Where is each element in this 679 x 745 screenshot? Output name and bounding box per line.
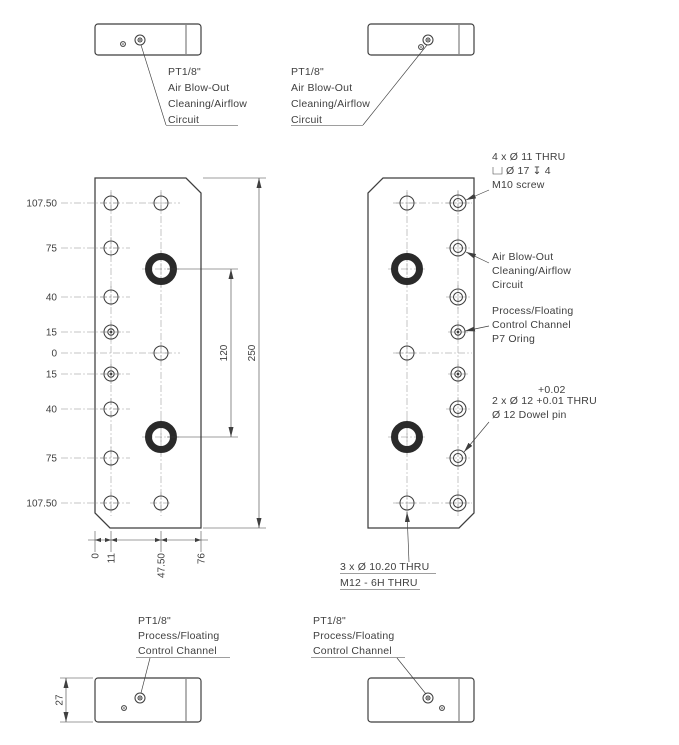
plate-outline — [94, 177, 202, 529]
note-line: Ø 17 ↧ 4 — [506, 165, 551, 177]
leader-line — [404, 511, 410, 563]
note-line: P7 Oring — [492, 333, 535, 345]
note-line: Ø 12 Dowel pin — [492, 409, 567, 421]
note-line: Circuit — [291, 114, 322, 126]
leader-line — [362, 44, 428, 126]
top-right-side-view — [367, 23, 475, 56]
plate-edge-view — [367, 677, 475, 723]
note-line: PT1/8" — [313, 615, 346, 627]
note-line: Control Channel — [313, 645, 392, 657]
port-hole — [422, 34, 434, 46]
port-hole — [134, 34, 146, 46]
plate-edge-view — [94, 677, 202, 723]
port-hole — [134, 692, 146, 704]
plate-outline — [367, 177, 475, 529]
ordinate-label: 40 — [46, 293, 58, 304]
note-line: Process/Floating — [313, 630, 394, 642]
leader-line — [140, 44, 167, 126]
note-line: Control Channel — [138, 645, 217, 657]
ordinate-label: 15 — [46, 370, 58, 381]
ordinate-label: 76 — [197, 553, 208, 565]
note-line: PT1/8" — [168, 66, 201, 78]
dimension-label: 27 — [55, 694, 66, 706]
air-blowout-note: Air Blow-Out Cleaning/Airflow Circuit — [465, 251, 571, 291]
note-line: Air Blow-Out — [492, 251, 553, 263]
dimension-label: 120 — [219, 344, 230, 361]
note-line: PT1/8" — [138, 615, 171, 627]
small-port-hole — [120, 41, 126, 47]
leader-line — [396, 657, 427, 695]
ordinate-label: 75 — [46, 454, 58, 465]
left-ordinate-dimensions: 107.50 75 40 15 0 15 40 75 107.50 — [26, 199, 180, 510]
ordinate-label: 0 — [91, 553, 102, 559]
dimension-label: 250 — [247, 344, 258, 361]
note-line: Cleaning/Airflow — [291, 98, 370, 110]
counterbore-icon — [492, 167, 503, 175]
small-port-hole — [121, 705, 127, 711]
oring-hole — [447, 321, 469, 343]
tolerance-label: +0.02 — [538, 384, 566, 396]
ordinate-label: 75 — [46, 244, 58, 255]
note-line: Process/Floating — [138, 630, 219, 642]
ordinate-label: 40 — [46, 405, 58, 416]
ordinate-label: 15 — [46, 328, 58, 339]
note-line: 4 x Ø 11 THRU — [492, 151, 565, 163]
bottom-left-port-note: PT1/8" Process/Floating Control Channel — [136, 615, 230, 694]
height-dimension-250: 250 — [203, 177, 266, 529]
bottom-ordinate-dimensions: 0 11 47.50 76 — [88, 531, 208, 578]
note-line: Circuit — [168, 114, 199, 126]
leader-line — [465, 189, 490, 201]
leader-line — [465, 251, 490, 264]
bottom-right-side-view — [367, 677, 475, 723]
hole-span-dimension-120: 120 — [167, 268, 238, 438]
small-port-hole — [439, 705, 445, 711]
bottom-right-port-note: PT1/8" Process/Floating Control Channel — [311, 615, 427, 695]
note-line: Circuit — [492, 279, 523, 291]
oring-hole — [447, 363, 469, 385]
large-hole — [388, 250, 426, 288]
small-port-hole — [418, 44, 424, 50]
note-line: Air Blow-Out — [168, 82, 229, 94]
note-line: M12 - 6H THRU — [340, 577, 418, 589]
ordinate-label: 107.50 — [26, 199, 57, 210]
top-left-side-view — [94, 23, 202, 56]
thickness-dimension-27: 27 — [55, 677, 93, 723]
ordinate-label: 107.50 — [26, 499, 57, 510]
right-plate-front-view — [367, 177, 475, 529]
left-plate-front-view — [94, 177, 202, 529]
bottom-left-side-view — [94, 677, 202, 723]
note-line: M10 screw — [492, 179, 545, 191]
top-left-port-note: PT1/8" Air Blow-Out Cleaning/Airflow Cir… — [140, 44, 247, 126]
note-line: 3 x Ø 10.20 THRU — [340, 561, 429, 573]
plate-edge-view — [94, 23, 202, 56]
ordinate-label: 0 — [51, 349, 57, 360]
counterbore-hole — [445, 396, 471, 422]
leader-line — [140, 657, 151, 694]
note-line: Cleaning/Airflow — [168, 98, 247, 110]
note-line: Air Blow-Out — [291, 82, 352, 94]
top-right-port-note: PT1/8" Air Blow-Out Cleaning/Airflow Cir… — [291, 44, 428, 126]
note-line: Process/Floating — [492, 305, 573, 317]
leader-line — [464, 325, 490, 332]
tapped-hole-note: 3 x Ø 10.20 THRU M12 - 6H THRU — [340, 511, 436, 590]
leader-line — [463, 421, 490, 453]
note-line: Control Channel — [492, 319, 571, 331]
note-line: 2 x Ø 12 +0.01 THRU — [492, 395, 597, 407]
port-hole — [422, 692, 434, 704]
large-hole — [388, 418, 426, 456]
ordinate-label: 11 — [107, 553, 118, 564]
oring-note: Process/Floating Control Channel P7 Orin… — [464, 305, 573, 345]
plate-edge-view — [367, 23, 475, 56]
dowel-note: +0.02 2 x Ø 12 +0.01 THRU Ø 12 Dowel pin — [463, 384, 597, 453]
note-line: PT1/8" — [291, 66, 324, 78]
counterbore-note: 4 x Ø 11 THRU Ø 17 ↧ 4 M10 screw — [465, 151, 565, 201]
ordinate-label: 47.50 — [157, 553, 168, 578]
note-line: Cleaning/Airflow — [492, 265, 571, 277]
